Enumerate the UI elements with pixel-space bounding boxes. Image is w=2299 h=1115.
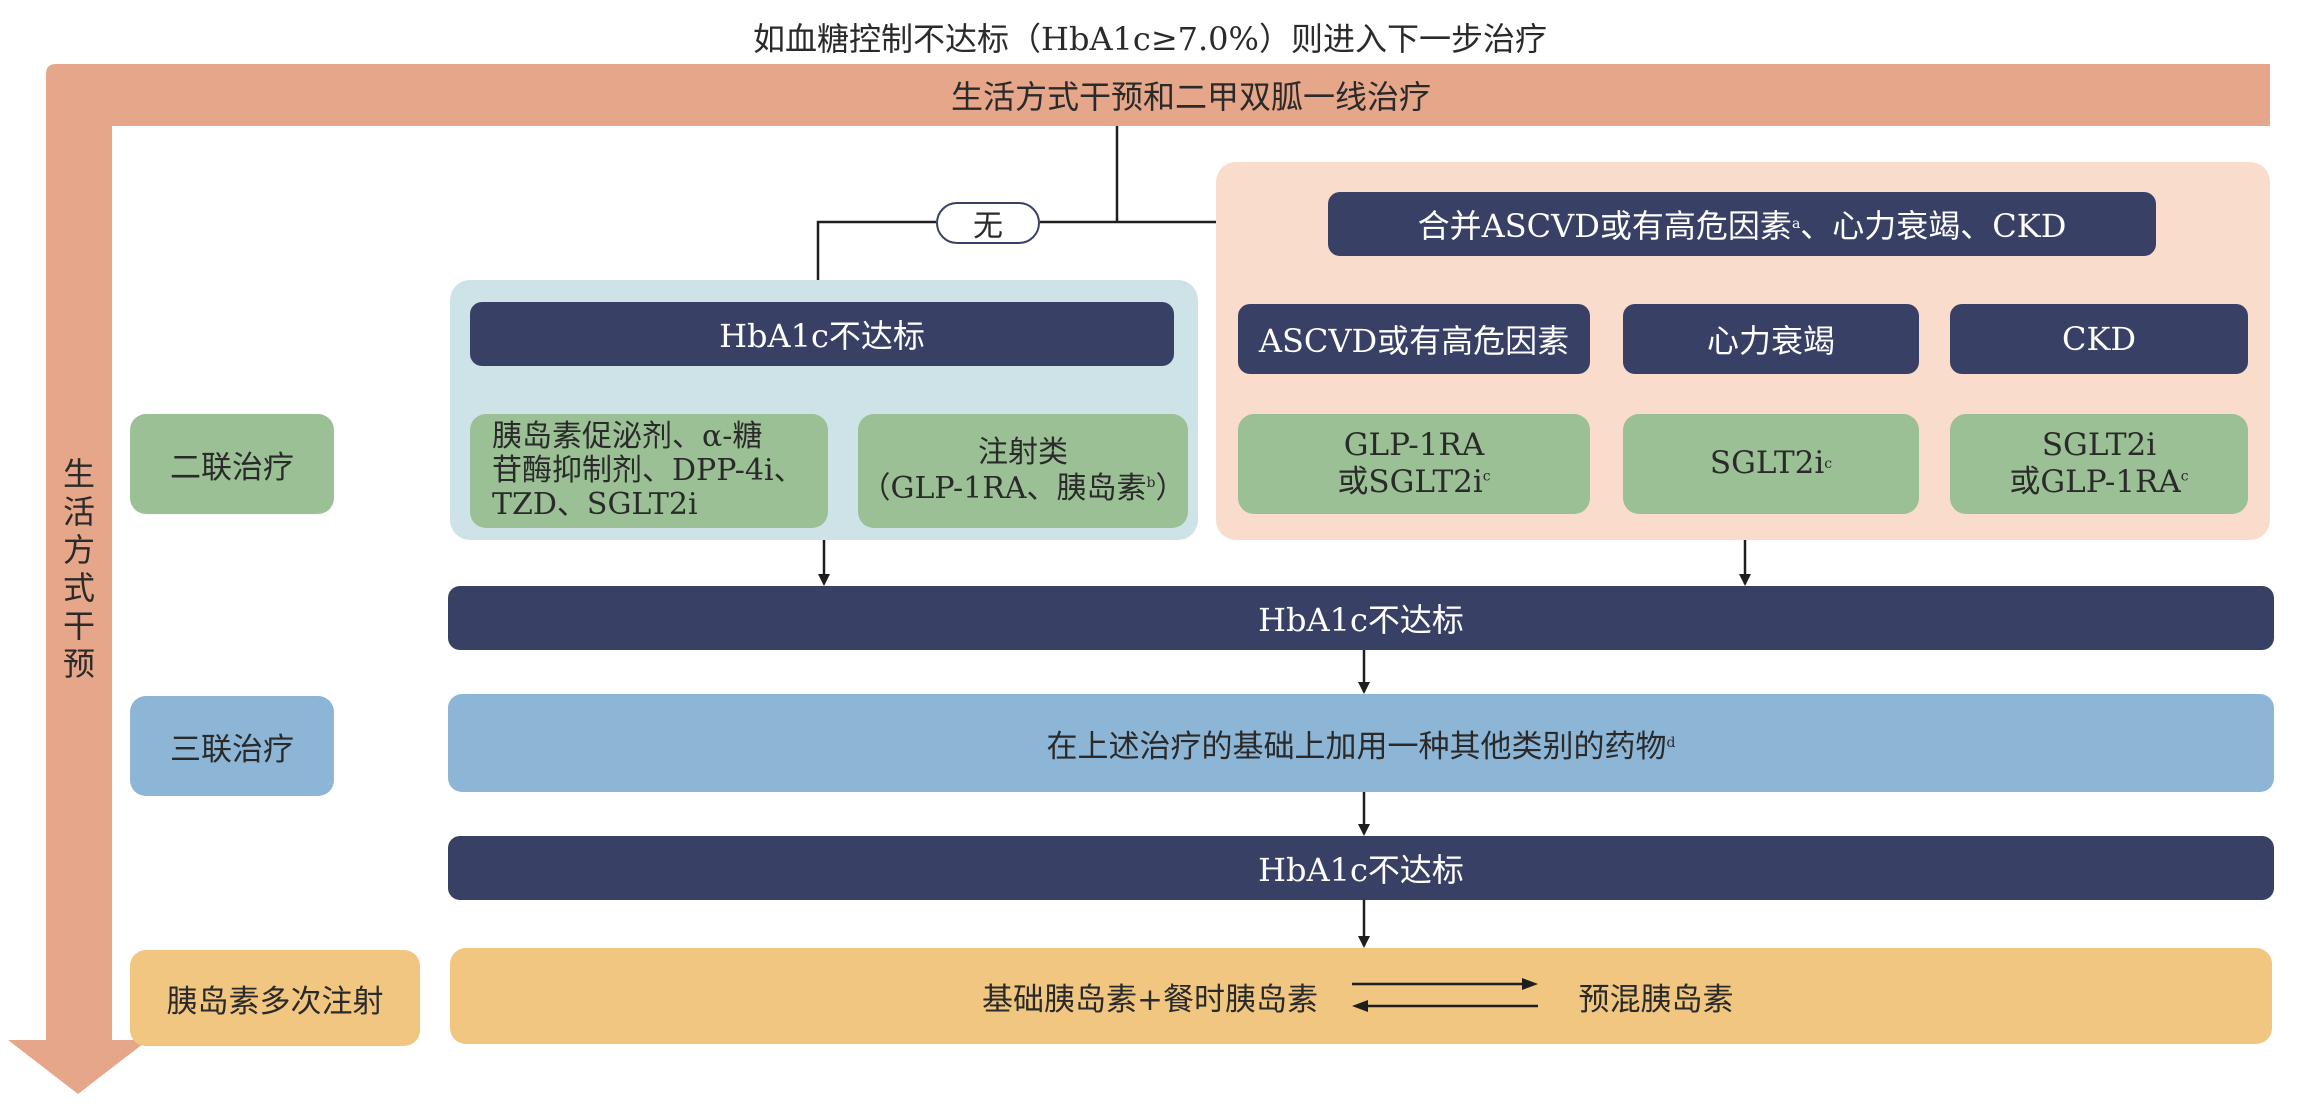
insulin-bar (450, 948, 2272, 1044)
treatment-ckd: SGLT2i 或GLP-1RAc (1950, 414, 2248, 514)
condition-ckd: CKD (1950, 304, 2248, 374)
stage-dual: 二联治疗 (130, 414, 334, 514)
footnote-c: c (2180, 468, 2189, 485)
insulin-basal-bolus: 基础胰岛素+餐时胰岛素 (982, 981, 1318, 1018)
footnote-b: b (1146, 475, 1156, 491)
left-panel-header: HbA1c不达标 (470, 302, 1174, 366)
stage-triple: 三联治疗 (130, 696, 334, 796)
not-met-bar-2: HbA1c不达标 (448, 836, 2274, 900)
side-char: 活 (62, 493, 95, 531)
condition-ascvd: ASCVD或有高危因素 (1238, 304, 1590, 374)
footnote-c: c (1824, 455, 1833, 472)
injectable-box: 注射类 （GLP-1RA、胰岛素b） (858, 414, 1188, 528)
oral-agents-box: 胰岛素促泌剂、α-糖 苷酶抑制剂、DPP-4i、 TZD、SGLT2i (470, 414, 828, 528)
branch-left-line (812, 220, 936, 304)
condition-heart-failure: 心力衰竭 (1623, 304, 1919, 374)
oral-line: 胰岛素促泌剂、α-糖 (492, 419, 763, 454)
insulin-premixed: 预混胰岛素 (1578, 981, 1734, 1018)
side-char: 干 (62, 607, 95, 645)
top-note: 如血糖控制不达标（HbA1c≥7.0%）则进入下一步治疗 (753, 20, 1547, 58)
lifestyle-side-label: 生 活 方 式 干 预 (46, 455, 112, 683)
injectable-detail: （GLP-1RA、胰岛素b） (860, 471, 1186, 506)
stage-insulin: 胰岛素多次注射 (130, 950, 420, 1046)
oral-line: 苷酶抑制剂、DPP-4i、 (492, 453, 804, 488)
oral-line: TZD、SGLT2i (492, 487, 698, 522)
side-char: 方 (62, 531, 95, 569)
side-char: 预 (62, 645, 95, 683)
footnote-d: d (1666, 735, 1676, 751)
injectable-title: 注射类 (978, 435, 1068, 470)
swap-arrows-icon (1352, 978, 1538, 1012)
side-char: 生 (62, 455, 95, 493)
lifestyle-bar-label: 生活方式干预和二甲双胍一线治疗 (950, 78, 1431, 116)
not-met-bar-1: HbA1c不达标 (448, 586, 2274, 650)
side-char: 式 (62, 569, 95, 607)
footnote-a: a (1791, 216, 1801, 232)
footnote-c: c (1482, 468, 1491, 485)
treatment-ascvd: GLP-1RA 或SGLT2ic (1238, 414, 1590, 514)
none-pill: 无 (936, 202, 1040, 244)
